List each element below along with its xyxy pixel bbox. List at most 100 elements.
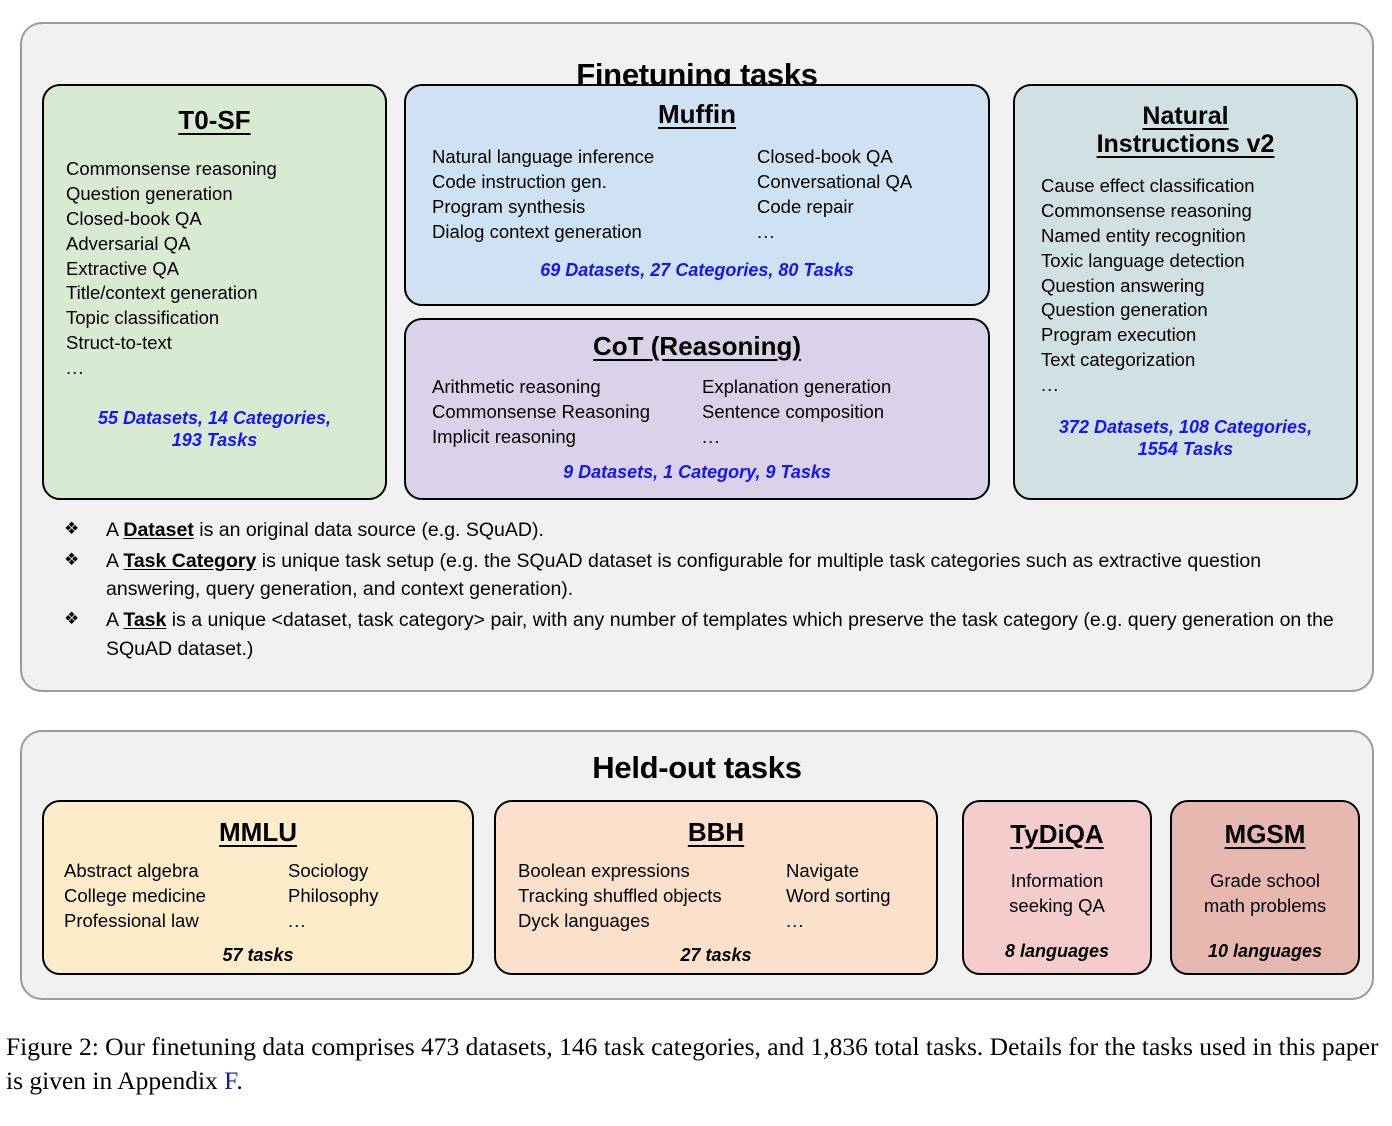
task-card-tydiqa: TyDiQA Information seeking QA 8 language… <box>962 800 1152 975</box>
definition-prefix: A <box>106 519 124 541</box>
list-item: Tracking shuffled objects <box>518 884 722 906</box>
card-title-bbh: BBH <box>687 817 745 847</box>
definition-term: Task <box>123 608 167 631</box>
list-item: Toxic language detection <box>1041 249 1245 271</box>
diamond-bullet-icon: ❖ <box>64 549 80 569</box>
task-card-bbh: BBH Boolean expressions Tracking shuffle… <box>494 800 938 975</box>
stat-line: 57 tasks <box>222 944 294 965</box>
list-item: Word sorting <box>786 884 891 906</box>
list-item: Struct-to-text <box>66 332 172 354</box>
stat-label-t0sf: 55 Datasets, 14 Categories, 193 Tasks <box>44 407 385 452</box>
list-item: Cause effect classification <box>1041 175 1255 196</box>
card-title-line2: Instructions v2 <box>1096 130 1275 158</box>
list-item: Dialog context generation <box>432 220 642 242</box>
list-ellipsis: ... <box>702 425 721 447</box>
list-item: Closed-book QA <box>66 207 202 229</box>
list-item: Closed-book QA <box>757 146 893 168</box>
stat-line: 8 languages <box>1004 941 1110 962</box>
caption-text: Figure 2: Our finetuning data comprises … <box>6 1032 1379 1095</box>
task-list-bbh-right: Navigate Word sorting ... <box>786 859 891 934</box>
task-card-cot: CoT (Reasoning) Arithmetic reasoning Com… <box>404 318 990 500</box>
list-item: Named entity recognition <box>1041 224 1246 246</box>
stat-label-tydiqa: 8 languages <box>964 940 1150 963</box>
caption-text-end: . <box>236 1065 243 1095</box>
list-item: Commonsense reasoning <box>66 158 277 180</box>
definitions-list: ❖ A Dataset is an original data source (… <box>64 516 1354 665</box>
stat-label-natural-instructions-v2: 372 Datasets, 108 Categories, 1554 Tasks <box>1015 416 1356 461</box>
task-list-muffin-left: Natural language inference Code instruct… <box>432 145 757 245</box>
list-item: Natural language inference <box>432 146 655 168</box>
list-item: Extractive QA <box>66 257 180 279</box>
task-list-natural-instructions-v2: Cause effect classification Commonsense … <box>1041 174 1356 398</box>
task-list-cot-left: Arithmetic reasoning Commonsense Reasoni… <box>432 375 702 450</box>
card-title-t0sf: T0-SF <box>178 105 251 135</box>
list-item: Program execution <box>1041 324 1197 346</box>
task-list-mmlu: Abstract algebra College medicine Profes… <box>64 859 472 934</box>
definition-suffix: is an original data source (e.g. SQuAD). <box>193 519 544 541</box>
definition-item-task-category: ❖ A Task Category is unique task setup (… <box>64 547 1354 604</box>
list-item: Conversational QA <box>757 170 913 192</box>
list-item: Adversarial QA <box>66 232 191 254</box>
stat-line: 372 Datasets, 108 Categories, <box>1058 416 1313 437</box>
list-item: Sociology <box>288 860 369 882</box>
figure-caption: Figure 2: Our finetuning data comprises … <box>6 1030 1386 1098</box>
stat-line: 69 Datasets, 27 Categories, 80 Tasks <box>540 259 854 280</box>
task-list-bbh: Boolean expressions Tracking shuffled ob… <box>518 859 936 934</box>
list-item: Abstract algebra <box>64 860 199 882</box>
list-item: Question generation <box>66 182 233 204</box>
list-ellipsis: ... <box>1041 374 1060 395</box>
definition-item-task: ❖ A Task is a unique <dataset, task cate… <box>64 606 1354 663</box>
diamond-bullet-icon: ❖ <box>64 519 80 538</box>
definition-suffix: is a unique <dataset, task category> pai… <box>106 608 1334 660</box>
list-item: Arithmetic reasoning <box>432 376 601 398</box>
stat-label-muffin: 69 Datasets, 27 Categories, 80 Tasks <box>406 259 988 282</box>
task-list-bbh-left: Boolean expressions Tracking shuffled ob… <box>518 859 786 934</box>
list-item: College medicine <box>64 884 206 906</box>
definition-term: Task Category <box>123 549 257 572</box>
list-item: Code repair <box>757 195 854 217</box>
task-list-mmlu-left: Abstract algebra College medicine Profes… <box>64 859 288 934</box>
list-item: Title/context generation <box>66 282 258 304</box>
stat-label-mmlu: 57 tasks <box>44 944 472 967</box>
list-item: Question generation <box>1041 299 1208 321</box>
task-card-t0sf: T0-SF Commonsense reasoning Question gen… <box>42 84 387 500</box>
card-title-tydiqa: TyDiQA <box>1010 819 1104 849</box>
list-item: math problems <box>1203 894 1327 916</box>
list-item: Commonsense Reasoning <box>432 400 651 422</box>
held-out-panel-title: Held-out tasks <box>592 750 802 785</box>
card-title-mgsm: MGSM <box>1224 819 1306 849</box>
stat-line: 193 Tasks <box>171 430 258 451</box>
definition-prefix: A <box>106 549 124 572</box>
caption-appendix-link[interactable]: F <box>224 1065 237 1095</box>
task-list-mgsm: Grade school math problems <box>1172 869 1358 918</box>
task-list-muffin-right: Closed-book QA Conversational QA Code re… <box>757 145 912 245</box>
list-ellipsis: ... <box>66 357 85 379</box>
list-item: Program synthesis <box>432 195 586 217</box>
stat-label-bbh: 27 tasks <box>496 944 936 967</box>
definition-text: A Dataset is an original data source (e.… <box>106 516 1354 545</box>
task-list-mmlu-right: Sociology Philosophy ... <box>288 859 379 934</box>
list-item: Text categorization <box>1041 349 1196 371</box>
card-title-cot: CoT (Reasoning) <box>593 331 801 361</box>
list-item: Commonsense reasoning <box>1041 199 1252 221</box>
task-list-tydiqa: Information seeking QA <box>964 869 1150 918</box>
list-item: Sentence composition <box>702 400 885 422</box>
stat-line: 1554 Tasks <box>1137 439 1234 460</box>
task-card-natural-instructions-v2: Natural Instructions v2 Cause effect cla… <box>1013 84 1358 500</box>
task-list-cot-right: Explanation generation Sentence composit… <box>702 375 891 450</box>
list-item: Navigate <box>786 860 860 882</box>
list-item: Dyck languages <box>518 909 650 931</box>
list-item: Boolean expressions <box>518 860 690 882</box>
definition-term: Dataset <box>123 519 194 541</box>
definition-prefix: A <box>106 608 124 631</box>
stat-line: 55 Datasets, 14 Categories, <box>97 407 332 428</box>
task-card-muffin: Muffin Natural language inference Code i… <box>404 84 990 306</box>
card-title-line1: Natural <box>1142 102 1229 130</box>
list-item: Topic classification <box>66 307 220 329</box>
list-item: Question answering <box>1041 274 1205 296</box>
list-ellipsis: ... <box>786 909 805 931</box>
task-list-cot: Arithmetic reasoning Commonsense Reasoni… <box>432 375 988 450</box>
definition-item-dataset: ❖ A Dataset is an original data source (… <box>64 516 1354 545</box>
list-ellipsis: ... <box>757 220 776 242</box>
